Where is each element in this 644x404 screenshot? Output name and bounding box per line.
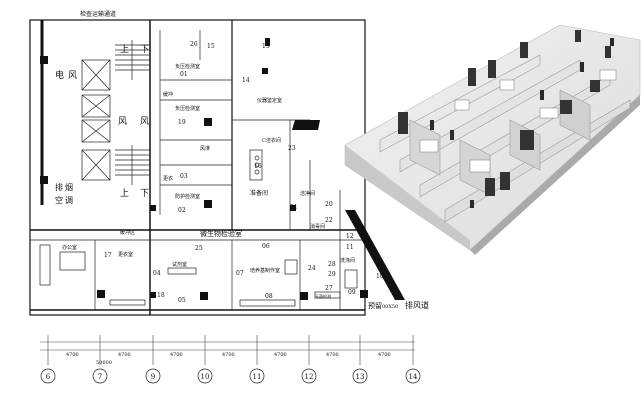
label-sterile: 无菌检测 bbox=[315, 293, 331, 299]
room-number: 15 bbox=[207, 43, 215, 50]
room-number: 06 bbox=[262, 243, 270, 250]
label-elevator: 电 bbox=[55, 69, 64, 81]
room-number: 27 bbox=[325, 285, 333, 292]
room-number: 08 bbox=[265, 293, 273, 300]
label-fan-b: 风 bbox=[140, 116, 149, 127]
label-buffer-area: 缓冲区 bbox=[120, 229, 135, 236]
label-neg-pressure: 负压检测室 bbox=[175, 105, 200, 112]
floor-plan-2d: 电 风 上 下 风 风 上 下 排 烟 空 调 负压检测室 负压检测室 防护检测… bbox=[29, 10, 429, 384]
label-gene-lab: 负压检测室 bbox=[175, 63, 200, 70]
axis-label: 14 bbox=[409, 373, 418, 381]
label-smoke-size: 00X50 bbox=[382, 304, 398, 310]
room-number: 19 bbox=[178, 119, 186, 126]
room-number: 03 bbox=[180, 173, 188, 180]
room-number: 01 bbox=[180, 71, 188, 78]
label-wind-shower: 风淋 bbox=[200, 145, 210, 152]
label-fan-a: 风 bbox=[118, 116, 127, 127]
axis-label: 10 bbox=[201, 373, 210, 381]
room-number: 04 bbox=[153, 270, 161, 277]
label-fan: 风 bbox=[68, 70, 77, 81]
label-micro-lab: 微生物检验室 bbox=[200, 229, 242, 238]
label-wash-room: 洗涤间 bbox=[340, 257, 355, 264]
axis-label: 11 bbox=[253, 373, 262, 381]
room-number: 28 bbox=[328, 261, 336, 268]
dimension-label: 4700 bbox=[274, 352, 287, 358]
room-number: 13 bbox=[262, 43, 270, 50]
dimension-label: 4700 bbox=[326, 352, 339, 358]
room-number: 02 bbox=[178, 207, 186, 214]
room-number: 18 bbox=[157, 292, 165, 299]
label-culture-room: 培养基制作室 bbox=[250, 267, 280, 274]
label-shaft-ac: 空 bbox=[55, 195, 63, 205]
dimension-label: 4700 bbox=[222, 352, 235, 358]
dimension-label: 4700 bbox=[378, 352, 391, 358]
room-number: 29 bbox=[328, 271, 336, 278]
label-note-top: 检查运输通道 bbox=[80, 10, 116, 18]
room-number: 26 bbox=[190, 41, 198, 48]
label-shaft-smoke-2: 烟 bbox=[65, 183, 73, 192]
total-dimension-label: 50600 bbox=[96, 360, 112, 366]
room-number: 22 bbox=[325, 217, 333, 224]
room-number: 17 bbox=[104, 252, 112, 259]
label-shaft-ac-2: 调 bbox=[65, 196, 73, 205]
label-fridge-room: 更衣室 bbox=[118, 251, 133, 258]
label-pre-room: 预留 bbox=[368, 301, 382, 310]
isometric-render bbox=[344, 24, 641, 255]
room-number: 14 bbox=[242, 77, 250, 84]
room-number: 16 bbox=[254, 163, 262, 170]
axis-label: 9 bbox=[151, 373, 155, 381]
room-number: 21 bbox=[290, 204, 298, 211]
label-exhaust: 排风道 bbox=[405, 300, 429, 310]
axis-label: 12 bbox=[305, 373, 314, 381]
label-office: 办公室 bbox=[62, 244, 77, 251]
room-number: 07 bbox=[236, 270, 244, 277]
label-ppe-room: 防护检测室 bbox=[175, 193, 200, 200]
label-instrument-room: 仪器鉴定室 bbox=[257, 97, 282, 104]
room-number: 10 bbox=[376, 273, 384, 280]
label-stair-down: 下 bbox=[140, 45, 149, 55]
room-number: 12 bbox=[346, 233, 354, 240]
axis-label: 7 bbox=[98, 373, 102, 381]
axis-label: 6 bbox=[46, 373, 51, 381]
dimension-label: 4700 bbox=[170, 352, 183, 358]
label-stair-up: 上 bbox=[120, 44, 129, 55]
room-number: 05 bbox=[178, 297, 186, 304]
axis-label: 13 bbox=[356, 373, 365, 381]
room-number: 20 bbox=[325, 201, 333, 208]
label-shaft-smoke: 排 bbox=[55, 182, 63, 192]
label-clean-room: C洁衣间 bbox=[262, 137, 281, 144]
label-buffer: 缓冲 bbox=[163, 91, 173, 98]
label-prep: 准备间 bbox=[250, 189, 268, 197]
label-stair-up-2: 上 bbox=[120, 188, 129, 199]
room-number: 09 bbox=[348, 289, 356, 296]
room-number: 23 bbox=[288, 145, 296, 152]
dimension-label: 4700 bbox=[66, 352, 79, 358]
room-number: 24 bbox=[308, 265, 316, 272]
label-change: 更衣 bbox=[163, 175, 173, 182]
dimension-label: 4700 bbox=[118, 352, 131, 358]
label-stair-down-2: 下 bbox=[140, 189, 149, 199]
room-number: 25 bbox=[195, 245, 203, 252]
label-test-room: 试剂室 bbox=[172, 261, 187, 268]
label-cleaning: 洁净间 bbox=[300, 190, 315, 197]
label-disinfect: 消毒间 bbox=[310, 223, 325, 230]
room-number: 11 bbox=[346, 244, 354, 251]
